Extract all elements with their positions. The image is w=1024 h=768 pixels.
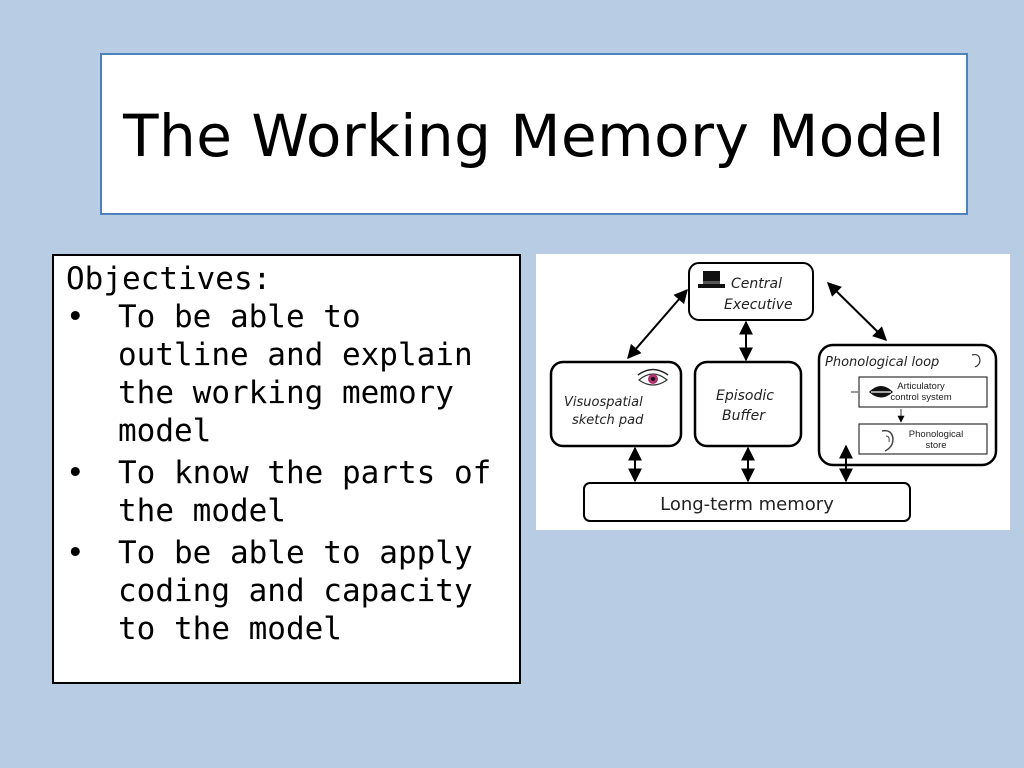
- objective-text: To know the parts of the model: [118, 455, 492, 529]
- arrow-ce-phonological: [827, 282, 887, 341]
- visuospatial-label-2: sketch pad: [572, 413, 644, 428]
- bullet-icon: •: [66, 455, 85, 491]
- central-executive-label-1: Central: [731, 276, 782, 292]
- phonological-store-box: Phonological store: [858, 423, 988, 455]
- bullet-icon: •: [66, 535, 85, 571]
- objective-item: • To be able to outline and explain the …: [66, 298, 509, 450]
- phonological-store-label-1: Phonological: [909, 429, 963, 440]
- eye-icon: [637, 368, 669, 386]
- episodic-label-2: Buffer: [722, 408, 766, 424]
- central-executive-box: Central Executive: [688, 262, 814, 321]
- objectives-list: • To be able to outline and explain the …: [66, 298, 509, 648]
- long-term-memory-label: Long-term memory: [660, 494, 834, 515]
- articulatory-label-1: Articulatory: [897, 381, 945, 392]
- phonological-loop-box: Phonological loop Articulatory control s…: [817, 343, 998, 467]
- long-term-memory-box: Long-term memory: [583, 482, 911, 522]
- title-box: The Working Memory Model: [100, 53, 968, 215]
- slide-title: The Working Memory Model: [123, 102, 945, 170]
- working-memory-diagram: Central Executive Visuospatial sketch pa…: [536, 254, 1010, 530]
- objectives-heading: Objectives:: [66, 261, 272, 297]
- articulatory-box: Articulatory control system: [858, 376, 988, 408]
- objective-item: • To know the parts of the model: [66, 454, 509, 530]
- objective-text: To be able to apply coding and capacity …: [118, 535, 473, 647]
- lips-icon: [869, 386, 893, 398]
- bullet-icon: •: [66, 299, 85, 335]
- arrow-ce-visuospatial: [627, 288, 688, 360]
- episodic-label-1: Episodic: [716, 388, 774, 404]
- ear-icon: [881, 429, 894, 452]
- central-executive-label-2: Executive: [724, 297, 793, 313]
- articulatory-label-2: control system: [890, 392, 951, 403]
- visuospatial-box: Visuospatial sketch pad: [549, 360, 683, 448]
- objective-item: • To be able to apply coding and capacit…: [66, 534, 509, 648]
- top-hat-icon: [698, 271, 725, 288]
- small-ear-icon: [971, 353, 981, 368]
- phonological-loop-label: Phonological loop: [825, 355, 939, 370]
- objective-text: To be able to outline and explain the wo…: [118, 299, 473, 449]
- phonological-store-label-2: store: [925, 440, 946, 451]
- episodic-buffer-box: Episodic Buffer: [693, 360, 803, 448]
- visuospatial-label-1: Visuospatial: [564, 395, 643, 410]
- objectives-box: Objectives: • To be able to outline and …: [52, 254, 521, 684]
